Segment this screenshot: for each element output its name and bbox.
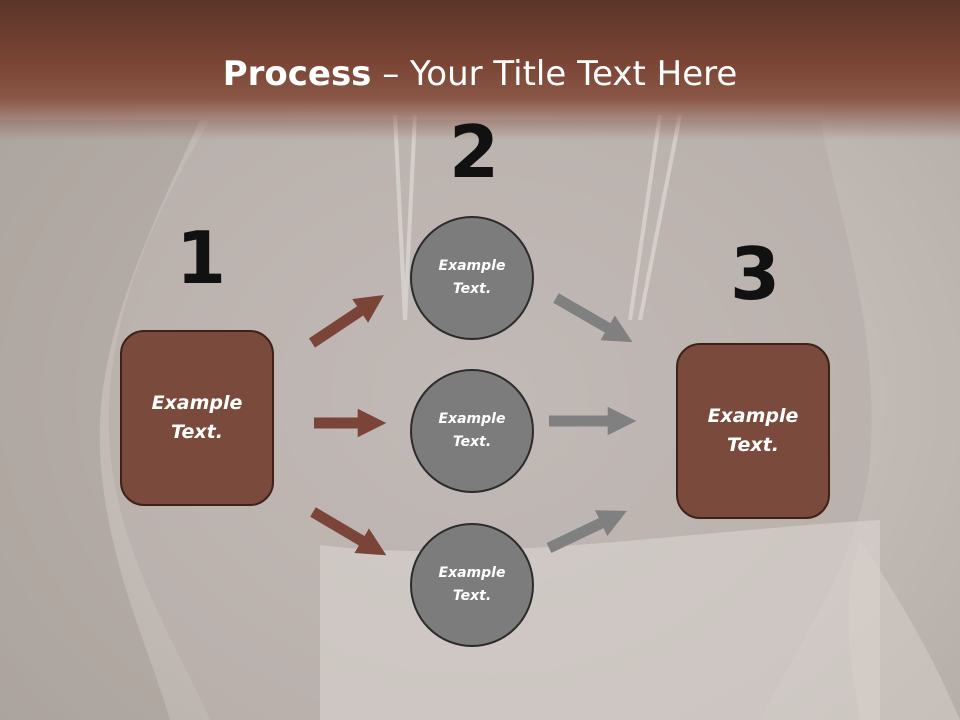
circle-middle-text: Example Text. <box>438 411 506 450</box>
arrow-down-right-2 <box>553 293 633 343</box>
circle-bottom-text: Example Text. <box>438 565 506 604</box>
step-number-1: 1 <box>176 216 227 300</box>
slide-title: Process – Your Title Text Here <box>0 52 960 96</box>
circle-top: Example Text. <box>410 216 534 340</box>
circle-bottom: Example Text. <box>410 523 534 647</box>
circle-top-text: Example Text. <box>438 258 506 297</box>
step-number-2: 2 <box>449 110 500 194</box>
step-1-box: Example Text. <box>120 330 274 506</box>
arrow-up-right-2 <box>546 510 627 553</box>
arrow-up-right-1 <box>308 295 384 348</box>
step-number-3: 3 <box>730 232 781 316</box>
title-band <box>0 0 960 140</box>
title-rest: – Your Title Text Here <box>371 54 738 94</box>
step-3-box-text: Example Text. <box>707 405 799 456</box>
step-3-box: Example Text. <box>676 343 830 519</box>
title-bold: Process <box>222 54 372 94</box>
circle-middle: Example Text. <box>410 369 534 493</box>
arrow-down-right-1 <box>310 507 387 556</box>
step-1-box-text: Example Text. <box>151 392 243 443</box>
